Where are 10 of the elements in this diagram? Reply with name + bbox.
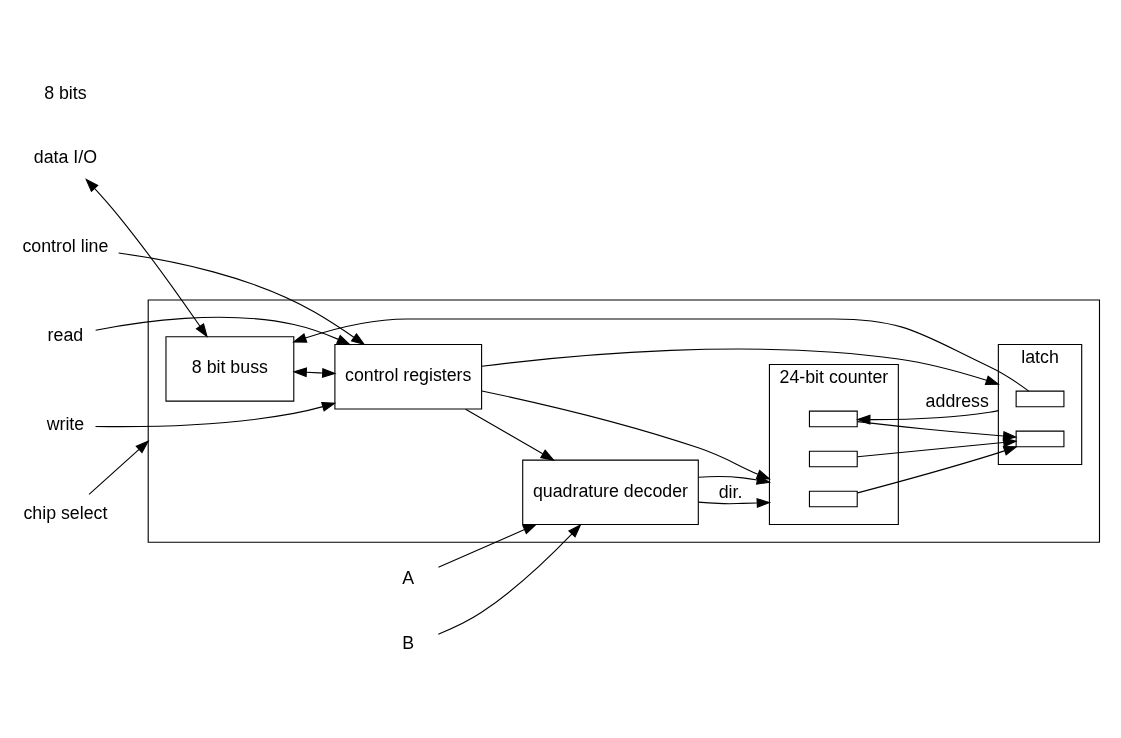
edge-label: address <box>925 390 989 411</box>
node-text: read <box>47 324 84 345</box>
node-text: A <box>402 567 415 588</box>
node-text: B <box>402 632 415 653</box>
edge-label: dir. <box>718 481 743 502</box>
node-text: chip select <box>23 502 108 523</box>
node-text: write <box>46 413 85 434</box>
node-text: control line <box>22 235 109 256</box>
node-text: data I/O <box>33 146 98 167</box>
label: 8 bits <box>44 82 87 103</box>
